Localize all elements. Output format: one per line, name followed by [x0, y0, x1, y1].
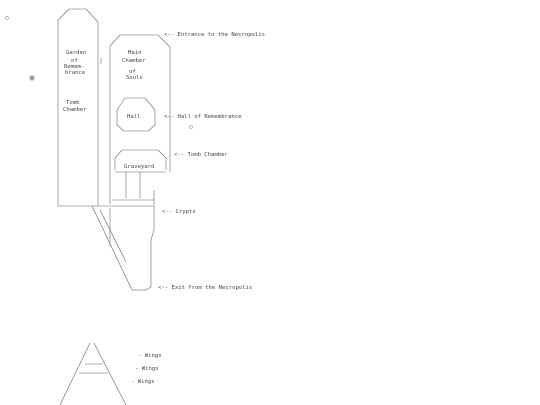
main-chamber-label-line-4: Souls	[126, 75, 143, 81]
hall-outline	[116, 97, 156, 132]
graveyard-outline	[112, 149, 167, 205]
left-tower-outline	[57, 8, 99, 207]
tomb-chamber-room-label-line-2: Chamber	[63, 107, 87, 113]
garden-label-line-3: Remem-	[64, 64, 84, 70]
garden-label-line-4: brance	[65, 70, 86, 76]
main-chamber-outline	[100, 34, 171, 204]
main-chamber-label-line-2: Chamber	[122, 58, 146, 64]
stray-circle-center	[189, 125, 193, 129]
stray-asterisk	[29, 75, 35, 81]
exit-annotation: <-- Exit from the Necropolis	[158, 285, 252, 291]
entrance-annotation: <-- Entrance to the Necropolis	[164, 32, 265, 38]
wings-label-2: - Wings	[135, 366, 159, 372]
graveyard-label: Graveyard	[124, 164, 154, 170]
wings-triangle	[59, 342, 127, 405]
hall-label: Hall	[127, 114, 140, 120]
wings-label-1: - Wings	[138, 353, 162, 359]
main-chamber-label-line-1: Main	[128, 50, 141, 56]
wings-label-3: - Wings	[131, 379, 155, 385]
crypts-annotation: <-- Crypts	[162, 209, 196, 215]
garden-label-line-1: Garden	[66, 50, 86, 56]
tomb-chamber-annotation: <-- Tomb Chamber	[174, 152, 229, 158]
garden-label-line-2: of	[71, 58, 78, 64]
tomb-chamber-room-label-line-1: Tomb	[66, 100, 80, 106]
crypts-passage-outline	[91, 205, 155, 291]
main-chamber-label-line-3: of	[129, 69, 136, 75]
stray-circle-top-left	[5, 16, 9, 20]
hall-of-remembrance-annotation: <-- Hall of Remembrance	[164, 114, 242, 120]
